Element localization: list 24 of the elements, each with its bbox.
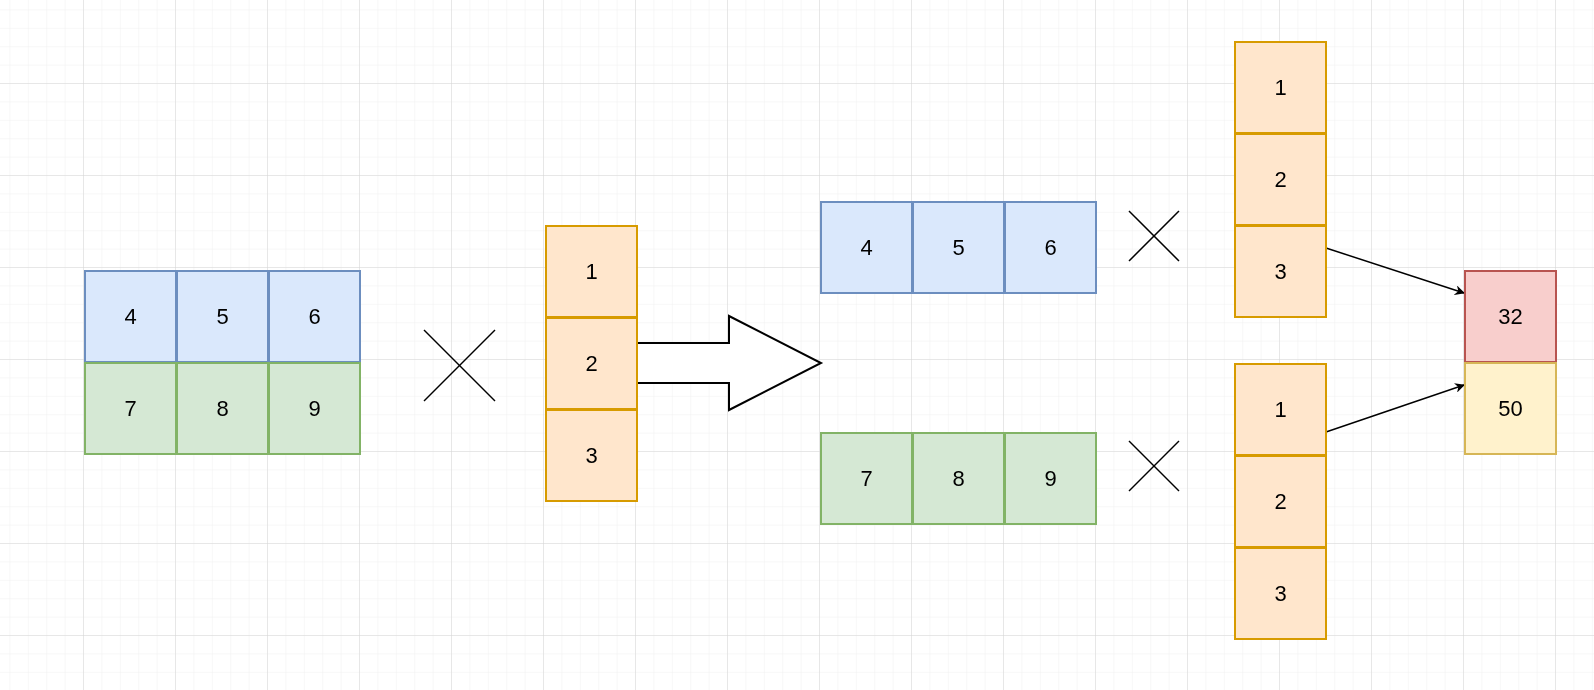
matrix-cell: 1 [1234,363,1327,456]
matrix-cell: 3 [545,409,638,502]
matrix-cell: 3 [1234,225,1327,318]
matrix-cell: 3 [1234,547,1327,640]
matrix-cell: 2 [1234,133,1327,226]
matrix-cell: 1 [545,225,638,318]
matrix-cell: 7 [84,362,177,455]
matrix-cell: 5 [176,270,269,363]
matrix-cell: 32 [1464,270,1557,363]
matrix-cell: 6 [268,270,361,363]
matrix-cell: 1 [1234,41,1327,134]
matrix-cell: 8 [912,432,1005,525]
matrix-cell: 4 [820,201,913,294]
matrix-cell: 5 [912,201,1005,294]
matrix-cell: 50 [1464,362,1557,455]
matrix-cell: 8 [176,362,269,455]
block-arrow [636,314,824,412]
matrix-cell: 2 [545,317,638,410]
matrix-cell: 6 [1004,201,1097,294]
matrix-cell: 9 [1004,432,1097,525]
matrix-cell: 9 [268,362,361,455]
matrix-cell: 2 [1234,455,1327,548]
matrix-cell: 7 [820,432,913,525]
matrix-cell: 4 [84,270,177,363]
